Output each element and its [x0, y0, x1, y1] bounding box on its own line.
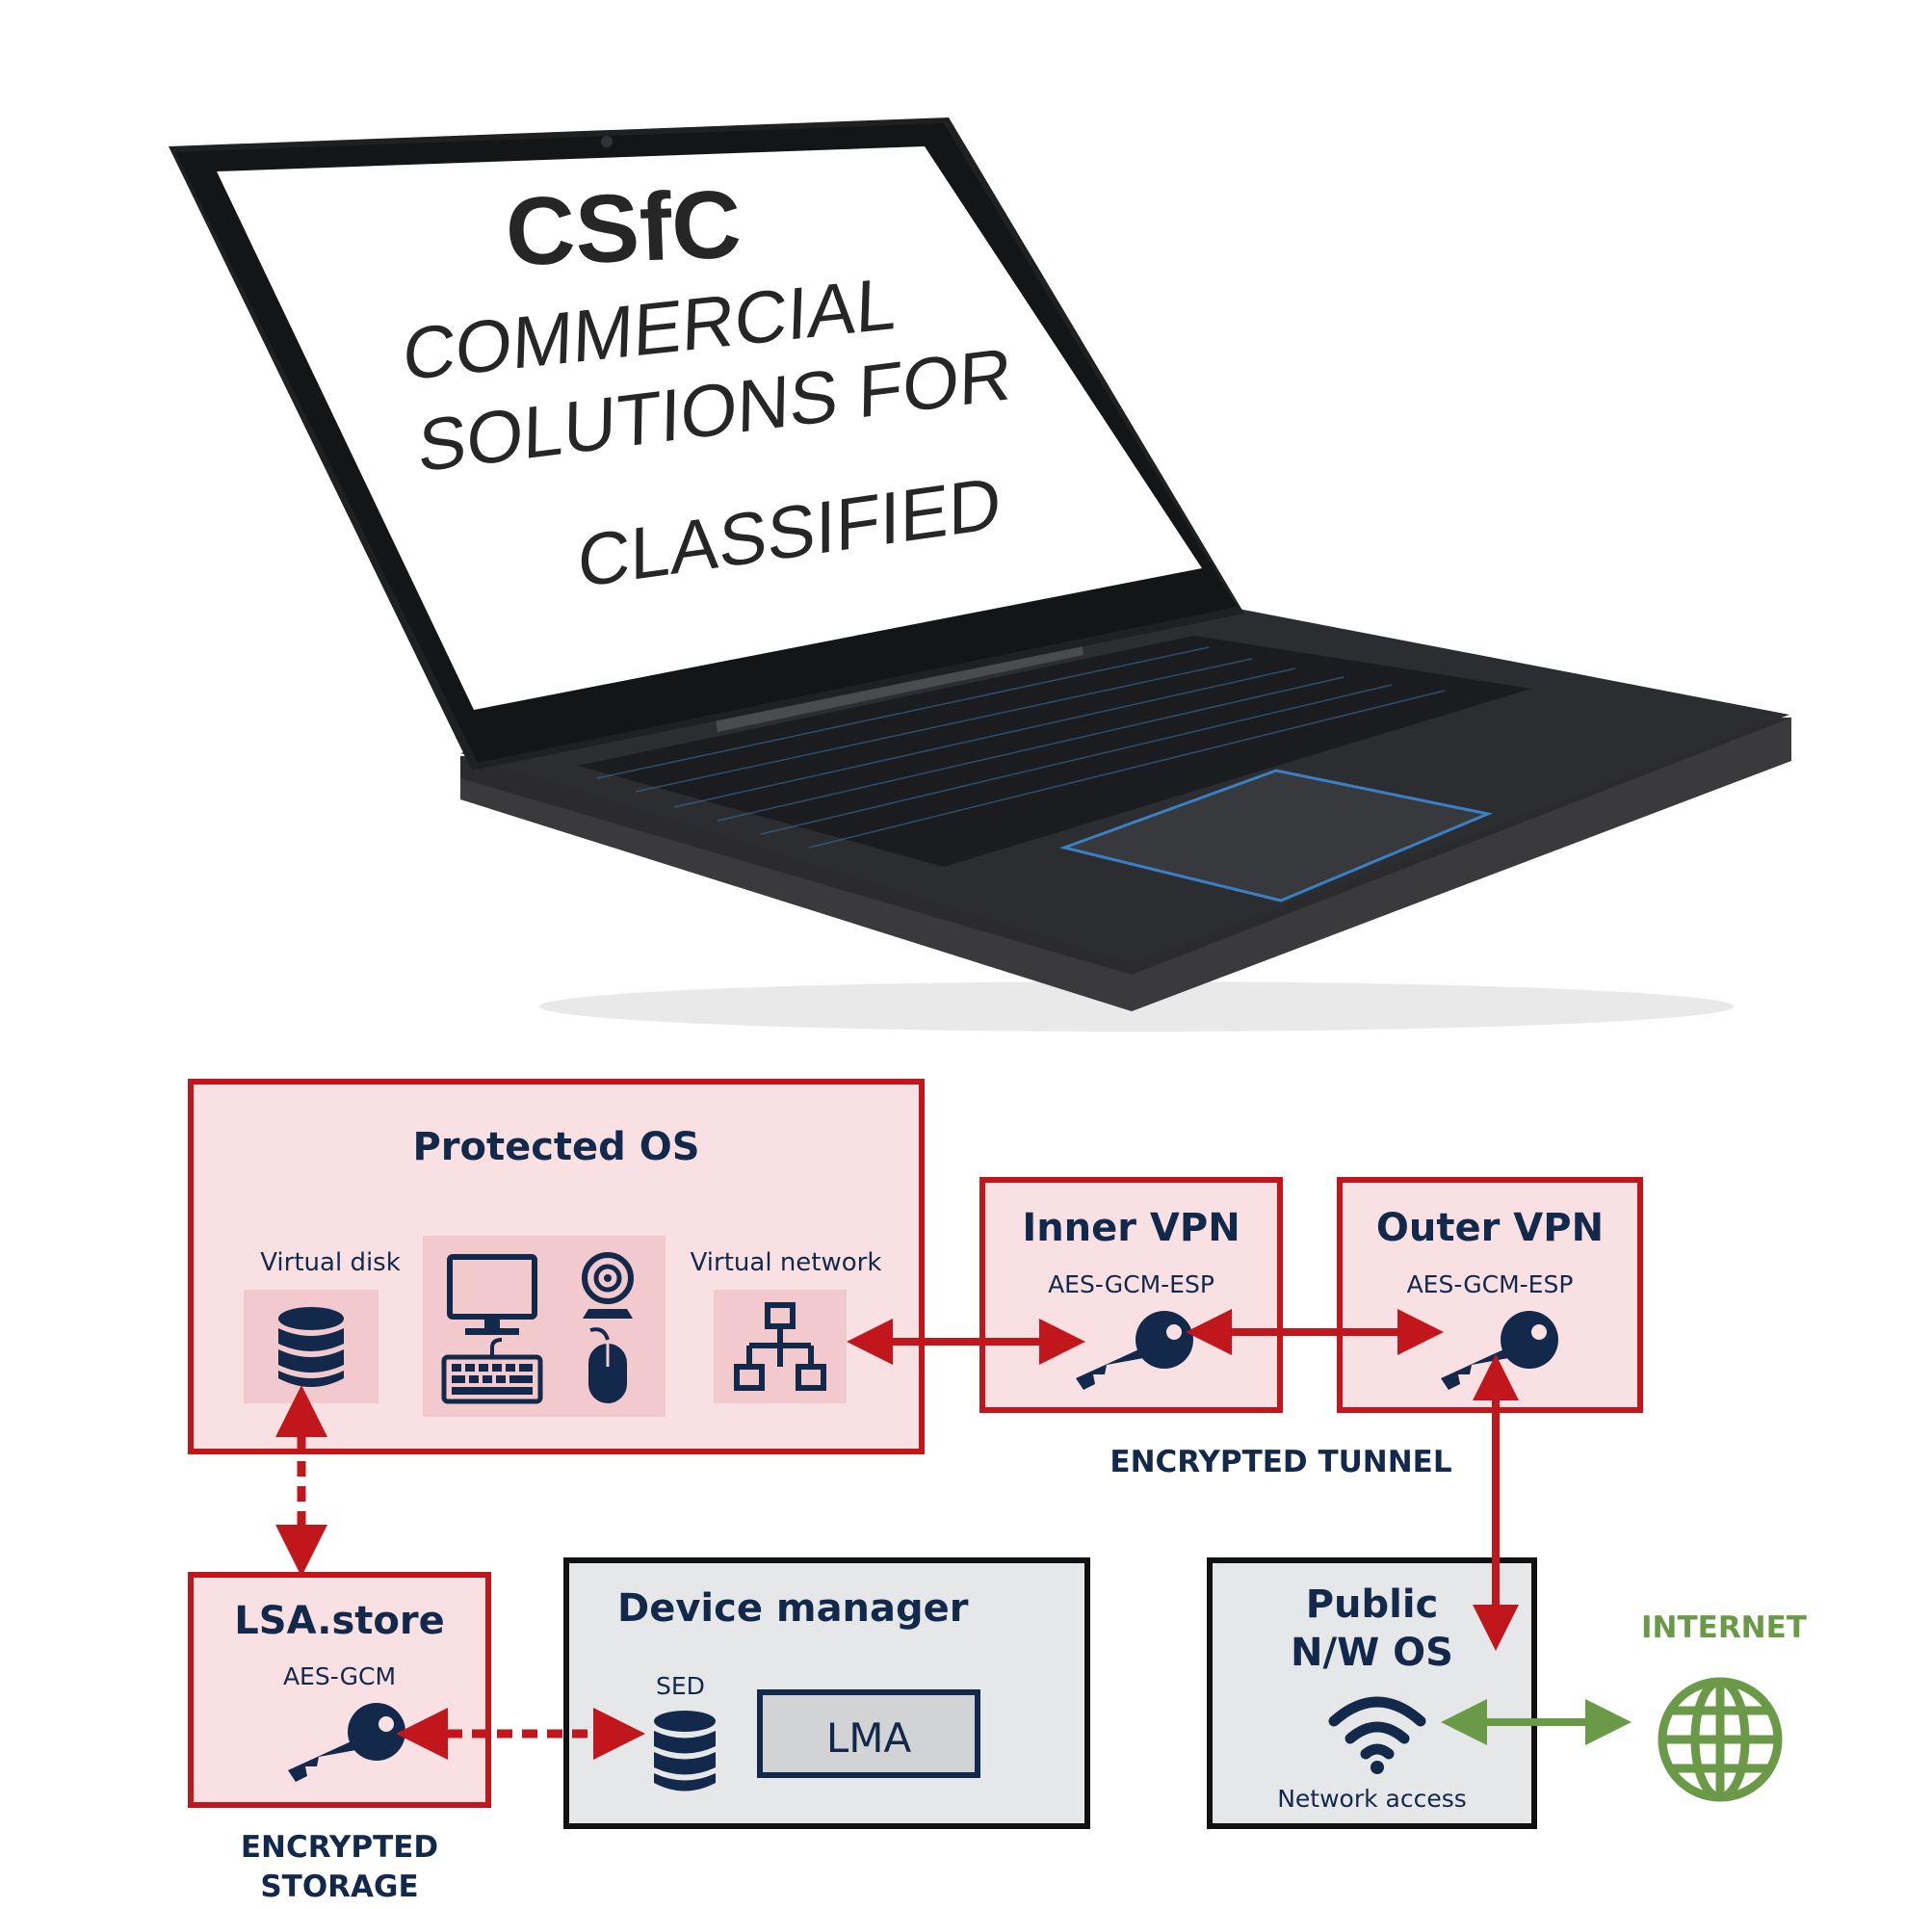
lsa-store-cipher: AES-GCM — [282, 1662, 397, 1690]
laptop-drawing — [169, 118, 1791, 1032]
internet-label: INTERNET — [1641, 1610, 1807, 1645]
webcam-icon — [582, 1252, 634, 1319]
sed-label: SED — [656, 1672, 705, 1700]
keyboard-icon — [441, 1338, 543, 1404]
network-icon — [734, 1302, 826, 1391]
database-icon — [654, 1711, 716, 1791]
key-icon — [1441, 1311, 1558, 1390]
outer-vpn-box: Outer VPN AES-GCM-ESP — [1337, 1177, 1643, 1413]
virtual-disk-label: Virtual disk — [260, 1248, 401, 1277]
network-access-label: Network access — [1277, 1785, 1467, 1813]
inner-vpn-box: Inner VPN AES-GCM-ESP — [979, 1177, 1283, 1413]
lma-box: LMA — [757, 1689, 980, 1778]
public-os-box: Public N/W OS Network access — [1207, 1557, 1537, 1829]
wifi-icon — [1328, 1696, 1426, 1774]
key-icon — [1076, 1311, 1193, 1390]
inner-vpn-title: Inner VPN — [1022, 1206, 1240, 1250]
inner-vpn-cipher: AES-GCM-ESP — [1048, 1270, 1214, 1298]
device-manager-title: Device manager — [617, 1586, 969, 1631]
virtual-network-tile — [714, 1290, 847, 1403]
lma-label: LMA — [825, 1714, 912, 1762]
devices-icons — [441, 1252, 634, 1404]
protected-os-title: Protected OS — [412, 1125, 700, 1169]
public-os-title-line-2: N/W OS — [1291, 1631, 1453, 1675]
encrypted-storage-label-line-1: ENCRYPTED — [240, 1830, 439, 1865]
virtual-network-label: Virtual network — [690, 1248, 882, 1277]
encrypted-tunnel-label: ENCRYPTED TUNNEL — [1110, 1445, 1452, 1479]
monitor-icon — [447, 1254, 537, 1320]
outer-vpn-cipher: AES-GCM-ESP — [1406, 1270, 1574, 1298]
protected-os-box: Protected OS Virtual disk — [188, 1079, 925, 1454]
encrypted-storage-label-line-2: STORAGE — [260, 1870, 419, 1904]
devices-tile — [423, 1236, 666, 1417]
lsa-store-box: LSA.store AES-GCM — [188, 1572, 491, 1808]
virtual-disk-tile — [244, 1290, 379, 1403]
outer-vpn-title: Outer VPN — [1375, 1206, 1605, 1250]
database-icon — [278, 1307, 344, 1387]
public-os-title-line-1: Public — [1305, 1582, 1439, 1627]
globe-icon — [1658, 1677, 1783, 1802]
screen-title: CSfC — [504, 170, 744, 287]
laptop-illustration: CSfC COMMERCIAL SOLUTIONS FOR CLASSIFIED — [169, 118, 1791, 1032]
key-icon — [288, 1703, 405, 1782]
lsa-store-title: LSA.store — [234, 1599, 445, 1643]
mouse-icon — [588, 1327, 627, 1403]
device-manager-box: Device manager SED LMA — [563, 1557, 1090, 1829]
